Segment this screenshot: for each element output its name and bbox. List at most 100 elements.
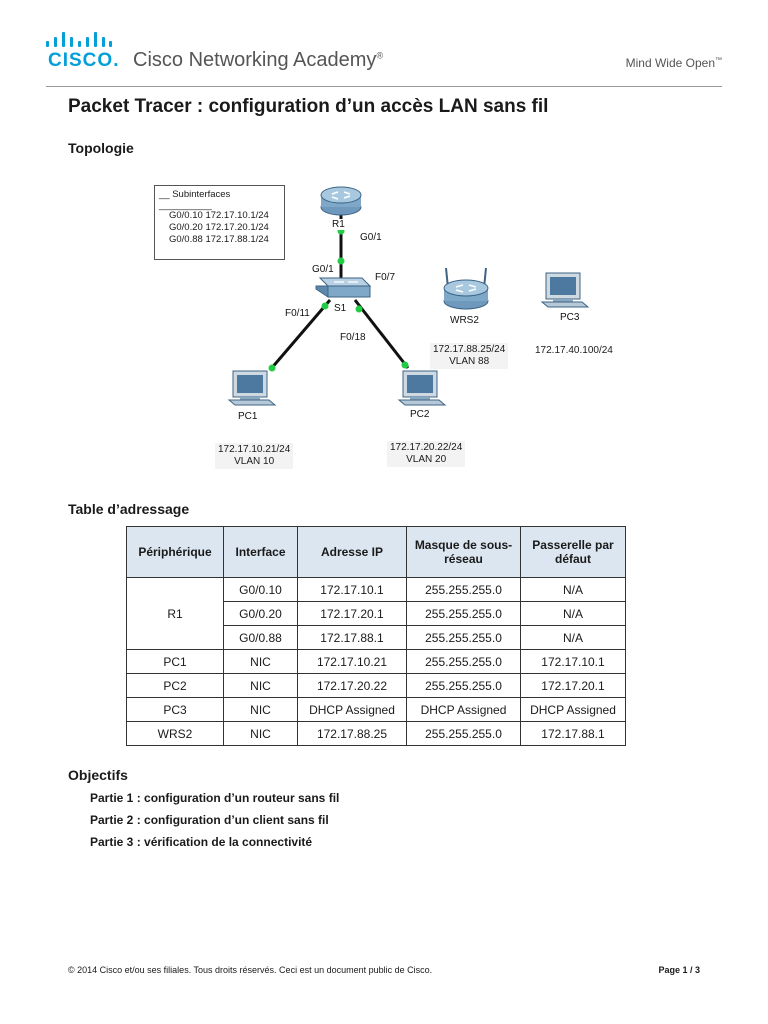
pc2-ip: 172.17.20.22/24 — [390, 442, 463, 453]
link-dot — [355, 305, 363, 313]
pc3-icon — [540, 272, 590, 308]
page-title: Packet Tracer : configuration d’un accès… — [68, 96, 549, 117]
link-dot — [321, 302, 329, 310]
cisco-logo-text: CISCO. — [48, 50, 120, 71]
link-s1-pc2 — [353, 299, 410, 369]
table-cell: G0/0.88 — [223, 625, 298, 650]
table-cell: NIC — [223, 649, 298, 674]
col-header: Interface — [223, 526, 298, 578]
table-cell: 255.255.255.0 — [406, 577, 521, 602]
table-cell: 255.255.255.0 — [406, 673, 521, 698]
label-s1: S1 — [334, 303, 347, 314]
link-dot — [337, 257, 345, 265]
wrs2-address-box: 172.17.88.25/24 VLAN 88 — [430, 343, 509, 369]
page-header: CISCO. Cisco Networking Academy® Mind Wi… — [0, 0, 768, 90]
footer-page-number: Page 1 / 3 — [658, 965, 700, 975]
table-cell: 172.17.88.1 — [520, 721, 626, 746]
table-cell: 172.17.10.1 — [297, 577, 407, 602]
table-row: G0/0.88 172.17.88.1 255.255.255.0 N/A — [127, 625, 626, 650]
address-table-heading: Table d’adressage — [68, 501, 190, 517]
subinterface-line: G0/0.20 172.17.20.1/24 — [169, 222, 269, 233]
device-cell: PC1 — [126, 649, 224, 674]
subinterface-line: G0/0.88 172.17.88.1/24 — [169, 234, 269, 245]
router-r1-icon — [320, 186, 362, 216]
label-pc1: PC1 — [238, 411, 258, 422]
topology-diagram: __ Subinterfaces __________ G0/0.10 172.… — [150, 175, 670, 475]
table-cell: G0/0.20 — [223, 601, 298, 626]
tagline: Mind Wide Open™ — [625, 56, 722, 70]
table-header-row: Périphérique Interface Adresse IP Masque… — [126, 526, 626, 578]
wireless-router-wrs2-icon — [443, 267, 489, 310]
table-cell: 172.17.10.1 — [520, 649, 626, 674]
label-s1-f07: F0/7 — [375, 272, 396, 283]
objectives-heading: Objectifs — [68, 767, 128, 783]
pc2-vlan: VLAN 20 — [406, 454, 447, 465]
table-cell: NIC — [223, 721, 298, 746]
table-cell: 172.17.20.1 — [297, 601, 407, 626]
table-cell: 255.255.255.0 — [406, 601, 521, 626]
wrs2-vlan: VLAN 88 — [449, 356, 490, 367]
device-cell: R1 — [126, 577, 224, 650]
table-cell: N/A — [520, 577, 626, 602]
topology-heading: Topologie — [68, 140, 134, 156]
device-cell: WRS2 — [126, 721, 224, 746]
table-row: PC3 NIC DHCP Assigned DHCP Assigned DHCP… — [126, 697, 626, 722]
objectives-list: Partie 1 : configuration d’un routeur sa… — [90, 791, 339, 857]
address-table: Périphérique Interface Adresse IP Masque… — [126, 526, 626, 746]
objective-item: Partie 1 : configuration d’un routeur sa… — [90, 791, 340, 805]
table-cell: DHCP Assigned — [297, 697, 407, 722]
pc1-address-box: 172.17.10.21/24 VLAN 10 — [215, 443, 294, 469]
device-cell: PC3 — [126, 697, 224, 722]
table-cell: 172.17.20.1 — [520, 673, 626, 698]
subinterfaces-box: __ Subinterfaces __________ G0/0.10 172.… — [154, 185, 285, 260]
table-cell: 172.17.88.25 — [297, 721, 407, 746]
label-pc2: PC2 — [410, 409, 430, 420]
table-cell: N/A — [520, 625, 626, 650]
table-row: PC2 NIC 172.17.20.22 255.255.255.0 172.1… — [126, 673, 626, 698]
label-s1-uplink-port: G0/1 — [312, 264, 334, 275]
pc1-vlan: VLAN 10 — [234, 456, 275, 467]
pc2-address-box: 172.17.20.22/24 VLAN 20 — [387, 441, 466, 467]
device-cell: PC2 — [126, 673, 224, 698]
table-cell: 172.17.20.22 — [297, 673, 407, 698]
col-header: Masque de sous-réseau — [406, 526, 521, 578]
subinterface-line: G0/0.10 172.17.10.1/24 — [169, 210, 269, 221]
label-s1-f018: F0/18 — [340, 332, 366, 343]
label-r1-port: G0/1 — [360, 232, 382, 243]
table-cell: NIC — [223, 673, 298, 698]
table-cell: 255.255.255.0 — [406, 721, 521, 746]
label-pc3: PC3 — [560, 312, 580, 323]
pc2-icon — [397, 370, 447, 406]
col-header: Périphérique — [126, 526, 224, 578]
label-wrs2: WRS2 — [450, 315, 479, 326]
table-cell: DHCP Assigned — [406, 697, 521, 722]
link-dot — [401, 361, 409, 369]
footer-copyright: © 2014 Cisco et/ou ses filiales. Tous dr… — [68, 965, 433, 975]
pc3-address-box: 172.17.40.100/24 — [532, 344, 616, 358]
header-divider — [46, 86, 722, 87]
pc1-icon — [227, 370, 277, 406]
subinterfaces-title: __ Subinterfaces __________ — [159, 189, 231, 211]
cisco-logo-bars-icon — [46, 32, 112, 47]
table-row: PC1 NIC 172.17.10.21 255.255.255.0 172.1… — [126, 649, 626, 674]
table-cell: 255.255.255.0 — [406, 625, 521, 650]
switch-s1-icon — [315, 277, 372, 298]
topology-svg — [227, 186, 590, 406]
link-dot — [268, 364, 276, 372]
table-row: WRS2 NIC 172.17.88.25 255.255.255.0 172.… — [126, 721, 626, 746]
table-row: R1 G0/0.10 172.17.10.1 255.255.255.0 N/A — [126, 577, 626, 650]
label-s1-f011: F0/11 — [285, 308, 310, 319]
academy-name: Cisco Networking Academy® — [133, 49, 384, 71]
table-cell: G0/0.10 — [223, 577, 298, 602]
objective-item: Partie 2 : configuration d’un client san… — [90, 813, 329, 827]
pc3-ip: 172.17.40.100/24 — [535, 345, 613, 356]
table-cell: DHCP Assigned — [520, 697, 626, 722]
wrs2-ip: 172.17.88.25/24 — [433, 344, 506, 355]
label-r1: R1 — [332, 219, 345, 230]
col-header: Adresse IP — [297, 526, 407, 578]
table-cell: N/A — [520, 601, 626, 626]
pc1-ip: 172.17.10.21/24 — [218, 444, 291, 455]
table-cell: 255.255.255.0 — [406, 649, 521, 674]
col-header: Passerelle par défaut — [520, 526, 626, 578]
table-cell: NIC — [223, 697, 298, 722]
